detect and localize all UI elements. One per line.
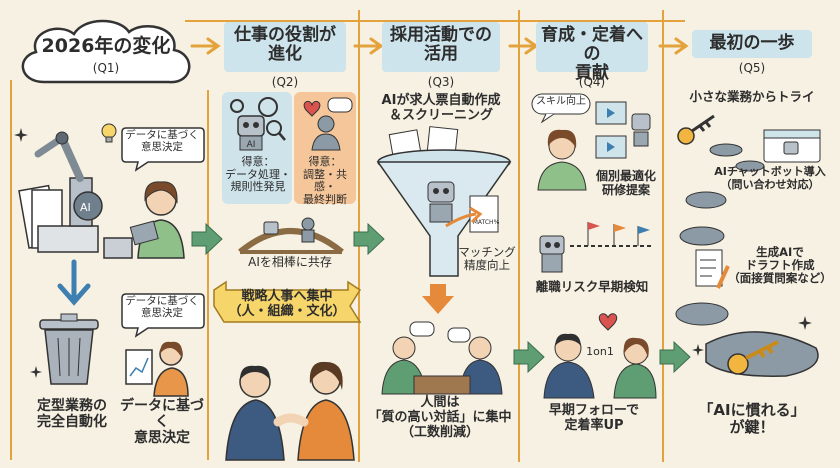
q3-header: 採用活動での 活用 <box>382 22 500 72</box>
header-arrow-4 <box>658 37 689 55</box>
q2-banner: 戦略人事へ集中 （人・組織・文化） <box>228 289 346 319</box>
lightbulb-icon <box>101 123 117 143</box>
q1-caption-left: 定型業務の 完全自動化 <box>37 398 107 431</box>
sparkle-icon-3 <box>798 316 812 330</box>
q2-banner-shape <box>213 280 362 323</box>
q4-skill-label: スキル向上 <box>536 96 586 107</box>
q5-header: 最初の一歩 <box>692 30 812 58</box>
flow-arrow-4 <box>659 340 691 374</box>
thinking-woman-illustration <box>537 129 587 191</box>
q2-number: (Q2) <box>271 75 299 89</box>
q3-down-arrow <box>422 284 454 314</box>
q5-subtitle: 小さな業務からトライ <box>689 89 815 104</box>
meeting-illustration <box>381 321 503 395</box>
document-pencil-icon <box>695 249 730 289</box>
match-arrow-icon <box>445 206 483 228</box>
human-strength-text: 得意： 調整・共感・ 最終判断 <box>303 155 347 206</box>
q3-subtitle: AIが求人票自動作成 ＆スクリーニング <box>381 93 501 123</box>
q1-cloud <box>21 19 191 84</box>
q1-number: (Q1) <box>92 61 120 75</box>
q5-genai: 生成AIで ドラフト作成 （面接質問案など） <box>728 245 832 286</box>
chatbot-window-icon <box>763 129 821 163</box>
q1-caption-right: データに基づく 意思決定 <box>120 398 204 447</box>
q4-caption: 早期フォローで 定着率UP <box>548 403 640 433</box>
top-line <box>185 20 685 22</box>
q1-bubble-1: データに基づく 意思決定 <box>125 129 199 154</box>
q5-number: (Q5) <box>738 61 766 75</box>
golden-key-icon <box>727 340 779 375</box>
svg-text:AI: AI <box>80 201 91 214</box>
q4-risk: 離職リスク早期検知 <box>535 279 649 294</box>
sparkle-icon-1 <box>14 128 28 142</box>
trash-can-icon <box>39 313 99 385</box>
header-arrow-1 <box>190 37 221 55</box>
q1-title: 2026年の変化 <box>41 35 171 57</box>
q4-training: 個別最適化 研修提案 <box>595 169 656 197</box>
q5-chatbot: AIチャットボット導入 （問い合わせ対応） <box>714 165 826 191</box>
human-icon <box>303 97 353 151</box>
woman-tablet-illustration <box>129 181 185 259</box>
q3-caption: 人間は 「質の高い対話」に集中 （工数削減） <box>368 395 512 440</box>
q3-number: (Q3) <box>427 75 455 89</box>
flow-arrow-2 <box>353 222 385 256</box>
flow-arrow-3 <box>513 340 545 374</box>
q1-bubble-2-shape <box>121 293 205 338</box>
robot-arm-illustration: AI <box>18 131 133 259</box>
sparkle-icon-4 <box>692 344 704 356</box>
q5-caption: 「AIに慣れる」 が鍵！ <box>698 401 806 437</box>
divider-0 <box>10 80 12 460</box>
q1-down-arrow <box>57 259 91 306</box>
key-icon <box>677 114 715 145</box>
risk-detection-illustration <box>539 222 654 273</box>
divider-3 <box>518 10 520 462</box>
divider-1 <box>207 90 209 460</box>
woman-chart-illustration <box>125 341 189 397</box>
divider-4 <box>662 10 664 462</box>
bridge-illustration <box>238 217 344 255</box>
sparkle-icon-2 <box>30 366 42 378</box>
q4-header: 育成・定着への 貢献 <box>536 22 648 83</box>
oneonone-illustration <box>543 313 657 399</box>
q3-paper-label: MATCH% <box>472 219 500 226</box>
ai-strength-text: 得意： データ処理・ 規則性発見 <box>225 155 291 194</box>
q4-skill-bubble-shape <box>531 93 591 124</box>
q1-bubble-1-shape <box>121 127 205 172</box>
q1-bubble-2: データに基づく 意思決定 <box>125 295 199 320</box>
q3-match-text: マッチング 精度向上 <box>458 245 516 273</box>
header-arrow-2 <box>353 37 384 55</box>
ai-label: AI <box>246 140 256 150</box>
q2-header: 仕事の役割が 進化 <box>224 22 346 72</box>
q4-oneonone: 1on1 <box>586 345 614 358</box>
flow-arrow-1 <box>191 222 223 256</box>
training-screens-illustration <box>595 101 651 159</box>
q4-number: (Q4) <box>578 75 606 89</box>
bridge-caption: AIを相棒に共存 <box>248 255 332 269</box>
handshake-illustration <box>225 361 355 461</box>
ai-robot-icon <box>230 97 286 151</box>
